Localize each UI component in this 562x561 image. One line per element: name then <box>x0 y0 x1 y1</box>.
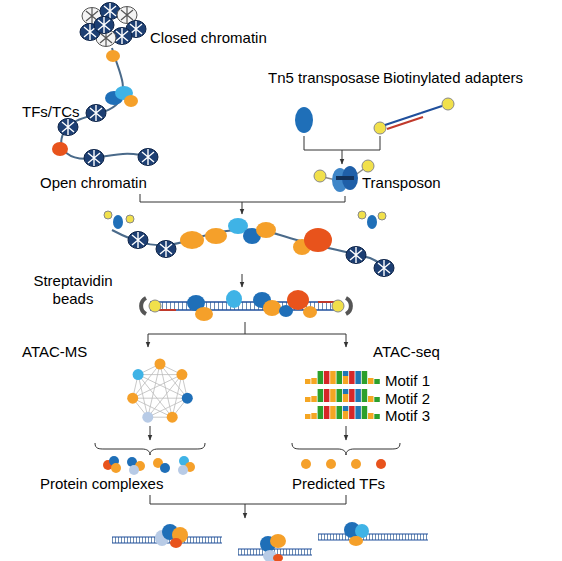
nucleosome <box>94 17 114 34</box>
transcription-factor <box>303 306 317 318</box>
protein-node <box>127 393 138 404</box>
biotin <box>358 211 366 219</box>
arrow <box>346 334 347 347</box>
text-label: Transposon <box>362 174 441 192</box>
biotin <box>378 212 386 220</box>
sequence-logo <box>305 406 380 419</box>
predicted-tf <box>301 459 311 469</box>
biotin <box>149 300 161 312</box>
text-label: TFs/TCs <box>22 103 80 121</box>
sequence-logo <box>305 371 380 384</box>
sequence-logo <box>305 389 380 402</box>
text-label: ATAC-MS <box>22 343 87 361</box>
predicted-tf <box>351 459 361 469</box>
adapter-strand <box>421 106 442 113</box>
biotin <box>362 160 374 172</box>
text-label: Protein complexes <box>40 475 163 493</box>
protein-node <box>142 412 153 423</box>
streptavidin-bead <box>141 298 146 314</box>
transcription-factor <box>180 231 204 249</box>
nucleosome <box>128 232 148 249</box>
tn5-enzyme <box>367 215 377 229</box>
text-label: Tn5 transposase <box>268 69 380 87</box>
interaction-network <box>133 364 188 417</box>
transcription-factor <box>124 95 138 107</box>
text-label: Motif 2 <box>385 390 430 408</box>
protein-node <box>133 369 144 380</box>
brace <box>95 443 205 455</box>
merge-line <box>150 495 346 504</box>
tn5-enzyme <box>113 215 123 229</box>
nucleosome <box>84 150 104 167</box>
text-label: Motif 3 <box>385 407 430 425</box>
transcription-factor <box>256 222 276 238</box>
biotin <box>314 170 326 182</box>
bound-complex <box>155 522 369 561</box>
merge-line <box>140 194 345 202</box>
text-label: ATAC-seq <box>373 343 440 361</box>
arrow <box>342 150 343 164</box>
transcription-factor <box>52 142 68 156</box>
adapter-strand <box>387 117 423 129</box>
predicted-tf <box>326 459 336 469</box>
text-label: Closed chromatin <box>150 29 267 47</box>
adapter-strand <box>158 309 176 311</box>
transcription-factor <box>304 228 332 252</box>
dna-insert <box>336 176 354 180</box>
protein-node <box>167 412 178 423</box>
text-label: Open chromatin <box>40 174 147 192</box>
biotin <box>332 300 344 312</box>
nucleosome <box>138 149 158 166</box>
split-line <box>148 322 346 334</box>
arrow <box>242 202 243 214</box>
dna-fragment <box>150 301 342 303</box>
nucleosome <box>86 105 106 122</box>
protein-node <box>155 359 166 370</box>
text-label: Biotinylated adapters <box>383 69 523 87</box>
protein-node <box>176 369 187 380</box>
arrow <box>150 426 151 440</box>
predicted-tf <box>376 459 386 469</box>
nucleosome <box>346 247 366 264</box>
transcription-factor <box>195 307 213 321</box>
protein-complexes <box>103 456 195 475</box>
nucleosome <box>374 260 394 277</box>
nucleosome <box>58 119 78 136</box>
arrow <box>346 426 347 440</box>
nucleosome <box>156 241 176 258</box>
text-label: Motif 1 <box>385 372 430 390</box>
arrow <box>245 504 246 518</box>
arrow <box>242 274 243 287</box>
transcription-factor <box>263 300 281 316</box>
protein-node <box>182 393 193 404</box>
biotin <box>442 98 454 110</box>
transcription-factor <box>287 290 309 310</box>
transcription-factor <box>226 290 242 308</box>
tn5-enzyme <box>295 107 313 133</box>
text-label: Predicted TFs <box>292 475 385 493</box>
text-label: Streptavidin beads <box>23 272 123 308</box>
biotin <box>374 122 386 134</box>
brace <box>292 443 400 455</box>
biotin <box>104 211 112 219</box>
merge-line <box>304 136 380 150</box>
transcription-factor <box>106 50 120 62</box>
arrow <box>148 334 149 347</box>
streptavidin-bead <box>346 298 351 314</box>
closed-chromatin <box>80 3 146 47</box>
biotin <box>126 215 134 223</box>
transcription-factor <box>205 228 227 244</box>
